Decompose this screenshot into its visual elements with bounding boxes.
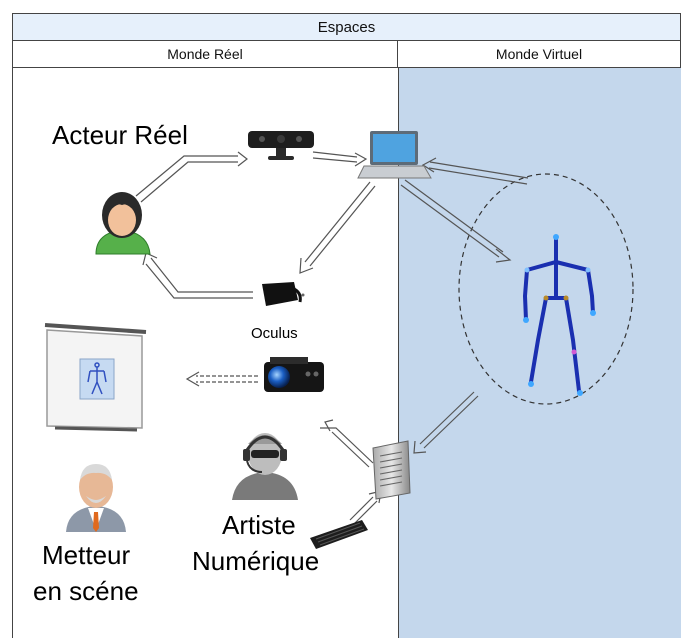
server-tower-icon xyxy=(372,440,411,500)
label-director-line2: en scéne xyxy=(33,576,139,606)
zone-virtual-world xyxy=(398,68,681,638)
oculus-headset-icon xyxy=(262,282,305,306)
skeleton-figure-icon xyxy=(522,238,595,393)
label-oculus: Oculus xyxy=(251,325,298,342)
director-avatar-icon xyxy=(66,464,126,532)
laptop-icon xyxy=(357,131,432,179)
artist-headset-avatar-icon xyxy=(232,433,298,500)
label-artist-line1: Artiste xyxy=(222,510,296,540)
kinect-sensor-icon xyxy=(248,131,314,160)
virtual-character-ellipse xyxy=(458,173,634,405)
header-monde-virtuel: Monde Virtuel xyxy=(398,41,681,68)
label-actor: Acteur Réel xyxy=(52,120,188,150)
projector-icon xyxy=(264,357,324,392)
arrow-ellipse-to-laptop xyxy=(421,157,529,185)
label-director-line1: Metteur xyxy=(42,540,131,570)
arrow-laptop-to-skeleton xyxy=(400,179,512,263)
label-artist-line2: Numérique xyxy=(192,546,320,576)
woman-avatar-icon xyxy=(95,192,151,255)
arrow-server-to-projector xyxy=(320,419,374,468)
arrow-sensor-to-laptop xyxy=(312,151,368,167)
arrow-actor-to-sensor xyxy=(135,151,248,203)
projection-screen-icon xyxy=(44,323,147,432)
header-espaces: Espaces xyxy=(12,13,681,41)
arrow-headset-to-actor xyxy=(142,252,253,299)
header-monde-reel: Monde Réel xyxy=(12,41,398,68)
arrow-ellipse-to-server xyxy=(413,391,479,454)
arrow-laptop-to-headset xyxy=(299,181,376,274)
skeleton-joints xyxy=(523,234,596,396)
arrow-projector-to-screen xyxy=(185,371,258,387)
keyboard-icon xyxy=(310,520,368,549)
